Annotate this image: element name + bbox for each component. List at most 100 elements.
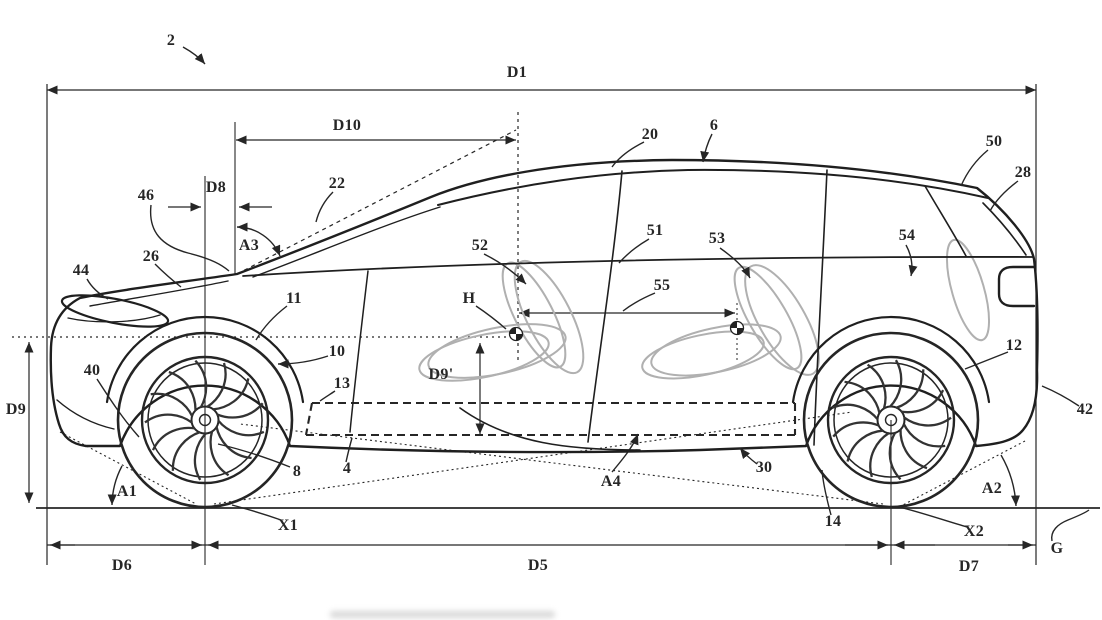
label-22: 22 [328, 175, 346, 192]
front-hub-center [198, 413, 212, 427]
car-outline [49, 158, 1039, 454]
label-H: H [462, 290, 476, 307]
arc-A4 [611, 433, 639, 473]
label-A4: A4 [600, 473, 622, 490]
front-seat-cushion-2 [418, 330, 550, 382]
leader-53 [719, 247, 751, 279]
b-pillar-seam [587, 170, 623, 443]
rear-lamp [997, 265, 1037, 308]
leader-46 [149, 204, 230, 272]
label-D5: D5 [527, 557, 549, 574]
rear-seat-backrest [744, 264, 820, 376]
label-A1: A1 [116, 483, 138, 500]
leader-6 [700, 133, 713, 163]
label-55: 55 [653, 277, 671, 294]
label-12: 12 [1005, 337, 1023, 354]
label-D9-prime: D9' [428, 366, 454, 383]
front-spokes [143, 358, 266, 482]
rear-door-seam [813, 169, 828, 446]
body-profile [49, 158, 1039, 454]
label-52: 52 [471, 237, 489, 254]
label-42: 42 [1076, 401, 1094, 418]
door-bottom-curve [459, 407, 641, 451]
leader-50 [960, 149, 989, 187]
label-53: 53 [708, 230, 726, 247]
front-bumper-crease [56, 399, 115, 430]
label-30: 30 [755, 459, 773, 476]
label-G: G [1050, 540, 1064, 557]
leader-30 [739, 447, 758, 465]
leader-8 [217, 443, 291, 468]
seats [418, 238, 991, 382]
front-rim-outer [140, 355, 270, 485]
cropped-caption-artifact [330, 611, 555, 618]
front-seat-backrest-2 [501, 261, 567, 369]
battery-pack-dashed-box [304, 401, 797, 437]
leader-10 [277, 355, 329, 369]
leader-lines [86, 46, 1090, 542]
label-20: 20 [641, 126, 659, 143]
label-A2: A2 [981, 480, 1003, 497]
label-50: 50 [985, 133, 1003, 150]
angle-arcs [107, 222, 1021, 507]
label-X2: X2 [963, 523, 985, 540]
beltline [242, 256, 1034, 277]
rear-seat-cushion [650, 323, 782, 377]
leader-14 [821, 469, 832, 516]
label-D6: D6 [111, 557, 133, 574]
cargo-area-seatback [945, 238, 991, 342]
label-14: 14 [824, 513, 842, 530]
leader-11 [255, 305, 288, 341]
leader-22 [315, 191, 334, 223]
headlamp-inner-line [67, 314, 161, 323]
leader-54 [905, 244, 918, 277]
leader-52 [483, 253, 527, 285]
label-D9: D9 [5, 401, 27, 418]
leader-H [475, 305, 507, 330]
rear-hpoint-marker [729, 320, 745, 336]
rear-seat-backrest-2 [733, 265, 803, 371]
leader-55 [622, 292, 656, 312]
arc-A1 [107, 465, 123, 506]
leader-4 [345, 437, 353, 463]
windshield-inner-edge [252, 206, 441, 278]
label-10: 10 [328, 343, 346, 360]
front-hpoint-marker [508, 326, 524, 342]
label-11: 11 [286, 290, 302, 307]
rear-rim-outer [826, 355, 956, 485]
label-D10: D10 [332, 117, 362, 134]
arc-A3 [236, 222, 281, 257]
d-pillar-line [924, 185, 967, 257]
leader-26 [154, 263, 182, 288]
leader-51 [618, 238, 650, 264]
breakover-line-front [213, 411, 853, 505]
label-44: 44 [72, 262, 90, 279]
leader-44 [86, 278, 109, 300]
label-8: 8 [292, 463, 302, 480]
front-door-seam [349, 270, 369, 433]
rear-seat-cushion-2 [641, 330, 765, 380]
label-6: 6 [709, 117, 719, 134]
approach-angle-line [59, 431, 197, 505]
headlamp [60, 294, 170, 328]
front-seat-backrest [513, 259, 585, 375]
leader-fig2 [182, 46, 206, 65]
label-D8: D8 [205, 179, 227, 196]
label-54: 54 [898, 227, 916, 244]
rear-wheel-arch-lip [791, 316, 991, 404]
label-46: 46 [137, 187, 155, 204]
leader-28 [989, 180, 1019, 212]
label-X1: X1 [277, 517, 299, 534]
label-D1: D1 [506, 64, 528, 81]
leader-42 [1041, 385, 1080, 407]
leader-20 [611, 141, 645, 168]
rear-tire [802, 331, 980, 509]
rear-wheel [802, 331, 980, 509]
hood-crease [89, 280, 229, 307]
front-tire [116, 331, 294, 509]
leader-X1 [231, 504, 282, 521]
dimension-lines [24, 85, 1036, 550]
arc-A2 [1000, 454, 1021, 507]
